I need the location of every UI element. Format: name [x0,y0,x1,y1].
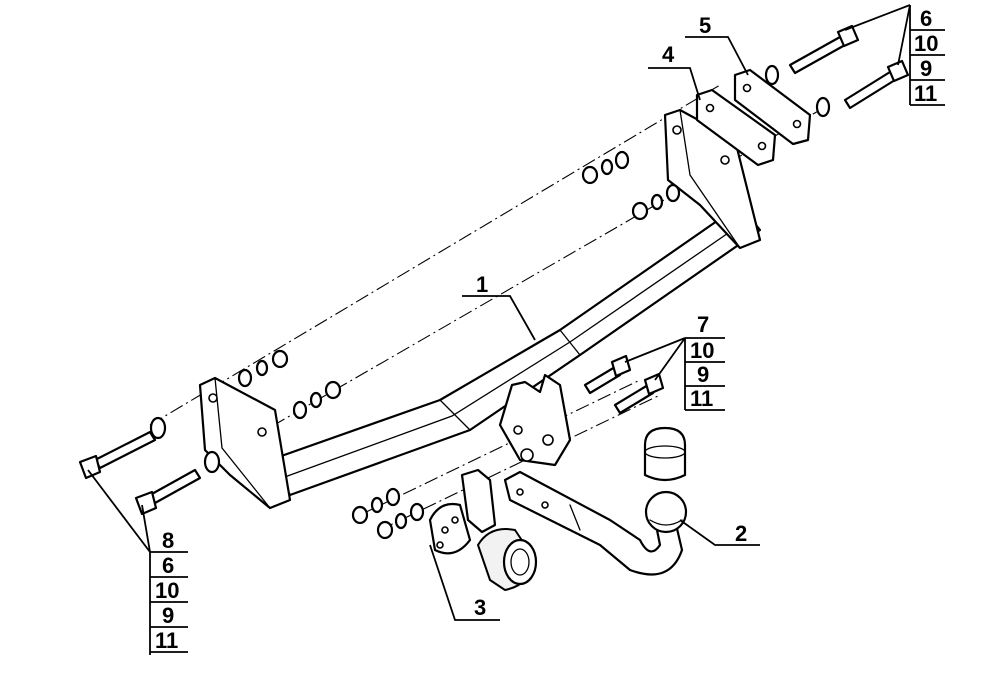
callout-3: 3 [474,595,486,620]
legend-bottom-left-item: 10 [155,578,179,603]
legend-mid-right: 10 9 11 [684,337,725,411]
tow-ball-arm [503,470,688,576]
callout-2: 2 [735,521,747,546]
tow-ball-cap [643,426,687,482]
legend-bottom-left-item: 9 [162,603,174,628]
legend-bottom-left: 8 6 10 9 11 [149,528,188,655]
spacer-plate-5 [733,68,812,146]
bottom-centre-nuts [351,487,425,540]
legend-top-right-item: 6 [920,6,932,31]
legend-mid-right-item: 9 [697,362,709,387]
legend-top-right: 6 10 9 11 [909,5,945,106]
legend-bottom-left-item: 8 [162,528,174,553]
right-bracket [663,108,762,250]
left-beam-nuts [237,349,342,420]
callout-7: 7 [697,312,709,337]
mid-right-bolts [583,354,665,415]
callout-1: 1 [476,272,488,297]
legend-bottom-left-item: 11 [155,628,178,653]
top-right-bolts [764,24,910,118]
leader-lines [87,4,911,621]
cross-beam [268,203,762,497]
spacer-plate-4 [695,88,777,167]
electrical-socket [428,468,538,591]
left-bracket [198,376,292,510]
legend-top-right-item: 11 [914,81,937,106]
callout-5: 5 [699,13,711,38]
legend-bottom-left-item: 6 [162,553,174,578]
legend-mid-right-item: 10 [690,338,714,363]
legend-mid-right-item: 11 [690,386,713,411]
legend-top-right-item: 9 [920,56,932,81]
bottom-left-bolts [78,416,221,516]
callout-4: 4 [662,42,675,67]
top-right-nuts [581,150,681,221]
centre-socket-plate [498,373,572,467]
legend-top-right-item: 10 [914,31,938,56]
